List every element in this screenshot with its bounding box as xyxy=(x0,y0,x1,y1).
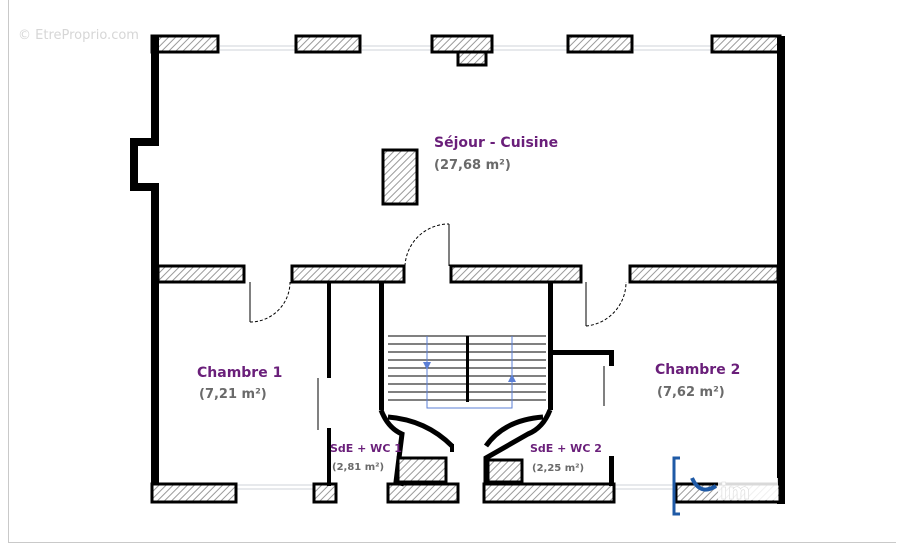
down-arrow-icon xyxy=(423,362,431,370)
chimney-stack xyxy=(381,148,419,206)
stair-core xyxy=(378,409,553,487)
brand-logo-icon: im xyxy=(672,456,778,516)
staircase xyxy=(388,335,546,409)
room-area-chambre-1: (7,21 m²) xyxy=(199,387,267,402)
room-area-chambre-2: (7,62 m²) xyxy=(657,385,725,400)
wall-pier xyxy=(150,482,238,504)
room-area-sde-1: (2,81 m²) xyxy=(332,462,384,473)
svg-text:im: im xyxy=(720,480,750,505)
interior-walls xyxy=(156,264,780,486)
room-area-sejour: (27,68 m²) xyxy=(434,158,511,173)
wall-pier xyxy=(482,482,616,504)
bottom-windows xyxy=(236,484,676,490)
room-label-chambre-2: Chambre 2 xyxy=(655,362,740,378)
up-arrow-icon xyxy=(508,374,516,382)
top-windows xyxy=(220,45,712,51)
wall-pier xyxy=(566,34,634,54)
room-label-sde-1: SdE + WC 1 xyxy=(330,442,402,455)
wall-pier xyxy=(150,34,220,54)
wall-pier xyxy=(710,34,782,54)
room-label-sde-2: SdE + WC 2 xyxy=(530,442,602,455)
room-label-chambre-1: Chambre 1 xyxy=(197,365,282,381)
room-area-sde-2: (2,25 m²) xyxy=(532,463,584,474)
room-label-sejour: Séjour - Cuisine xyxy=(434,135,558,151)
doors xyxy=(249,223,627,327)
wall-pier xyxy=(430,34,494,54)
wall-pier xyxy=(312,482,338,504)
wall-pier xyxy=(386,482,460,504)
image-frame xyxy=(8,0,896,543)
wall-pier xyxy=(294,34,362,54)
watermark-text: © EtreProprio.com xyxy=(18,28,139,43)
chimney-flue xyxy=(456,50,488,67)
